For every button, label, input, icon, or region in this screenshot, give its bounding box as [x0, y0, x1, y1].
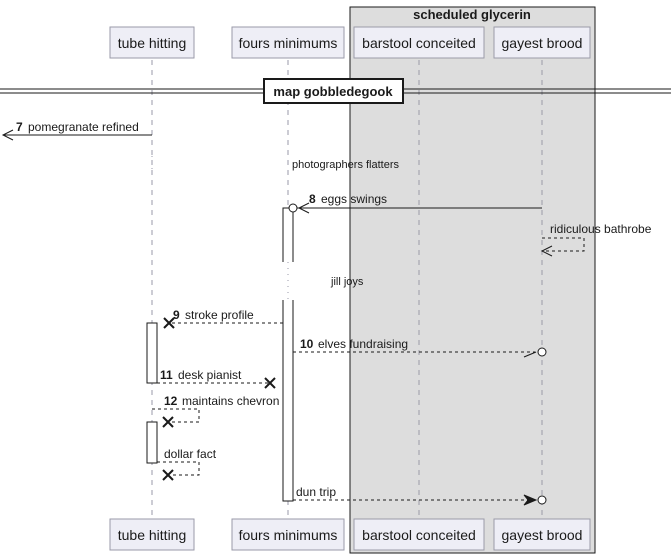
message-11-label: desk pianist [178, 368, 242, 382]
message-12-cross-b [162, 416, 174, 428]
message-7-arrowhead [1, 129, 14, 141]
message-8-arrowhead [297, 202, 310, 214]
message-11-cross-b [264, 377, 276, 389]
message-10-number: 10 [300, 337, 314, 351]
self-message-1-arrowhead [540, 245, 553, 257]
self-message-2-line [157, 461, 200, 476]
participant-bottom-tube-hitting-label: tube hitting [118, 527, 187, 543]
participant-top-gayest-brood-label: gayest brood [502, 35, 583, 51]
divider-label: map gobbledegook [273, 84, 393, 99]
participant-bottom-tube-hitting [109, 518, 195, 551]
message-8-number: 8 [309, 192, 316, 206]
participant-top-barstool-conceited [353, 26, 485, 59]
participant-top-barstool-conceited-label: barstool conceited [362, 35, 476, 51]
message-9-label: stroke profile [185, 308, 254, 322]
message-8-label: eggs swings [321, 192, 387, 206]
message-11-number: 11 [160, 368, 173, 382]
delay-1-label: photographers flatters [292, 159, 400, 171]
last-message-label: dun trip [296, 485, 336, 499]
message-10-label: elves fundraising [318, 337, 408, 351]
message-9-cross-b [163, 317, 175, 329]
participant-top-tube-hitting [109, 26, 195, 59]
participant-bottom-barstool-conceited-label: barstool conceited [362, 527, 476, 543]
message-9-number: 9 [173, 308, 180, 322]
activation-tube-hitting-2 [146, 421, 158, 464]
participant-top-tube-hitting-label: tube hitting [118, 35, 187, 51]
group-title: scheduled glycerin [413, 7, 531, 22]
message-7-number: 7 [16, 120, 23, 134]
participant-top-gayest-brood [493, 26, 591, 59]
message-10-circle [537, 347, 547, 357]
message-12-label: maintains chevron [182, 394, 279, 408]
divider-box [263, 78, 404, 104]
participant-bottom-gayest-brood [493, 518, 591, 551]
message-7-label: pomegranate refined [28, 120, 139, 134]
delay-2-label: jill joys [330, 276, 364, 288]
activation-fours-minimums [282, 207, 294, 502]
message-8-circle [288, 203, 298, 213]
message-12-number: 12 [164, 394, 178, 408]
participant-bottom-gayest-brood-label: gayest brood [502, 527, 583, 543]
message-12-line [152, 408, 200, 423]
participant-top-fours-minimums-label: fours minimums [239, 35, 338, 51]
participant-bottom-fours-minimums [231, 518, 345, 551]
participant-bottom-barstool-conceited [353, 518, 485, 551]
last-message-arrowhead [523, 494, 538, 506]
message-10-arrow-half [523, 351, 537, 358]
activation-tube-hitting-1 [146, 322, 158, 384]
last-message-circle [537, 495, 547, 505]
self-message-1-line [542, 237, 585, 252]
self-message-2-label: dollar fact [164, 447, 217, 461]
participant-top-fours-minimums [231, 26, 345, 59]
participant-bottom-fours-minimums-label: fours minimums [239, 527, 338, 543]
self-message-1-label: ridiculous bathrobe [550, 222, 652, 236]
self-message-2-cross-b [162, 469, 174, 481]
